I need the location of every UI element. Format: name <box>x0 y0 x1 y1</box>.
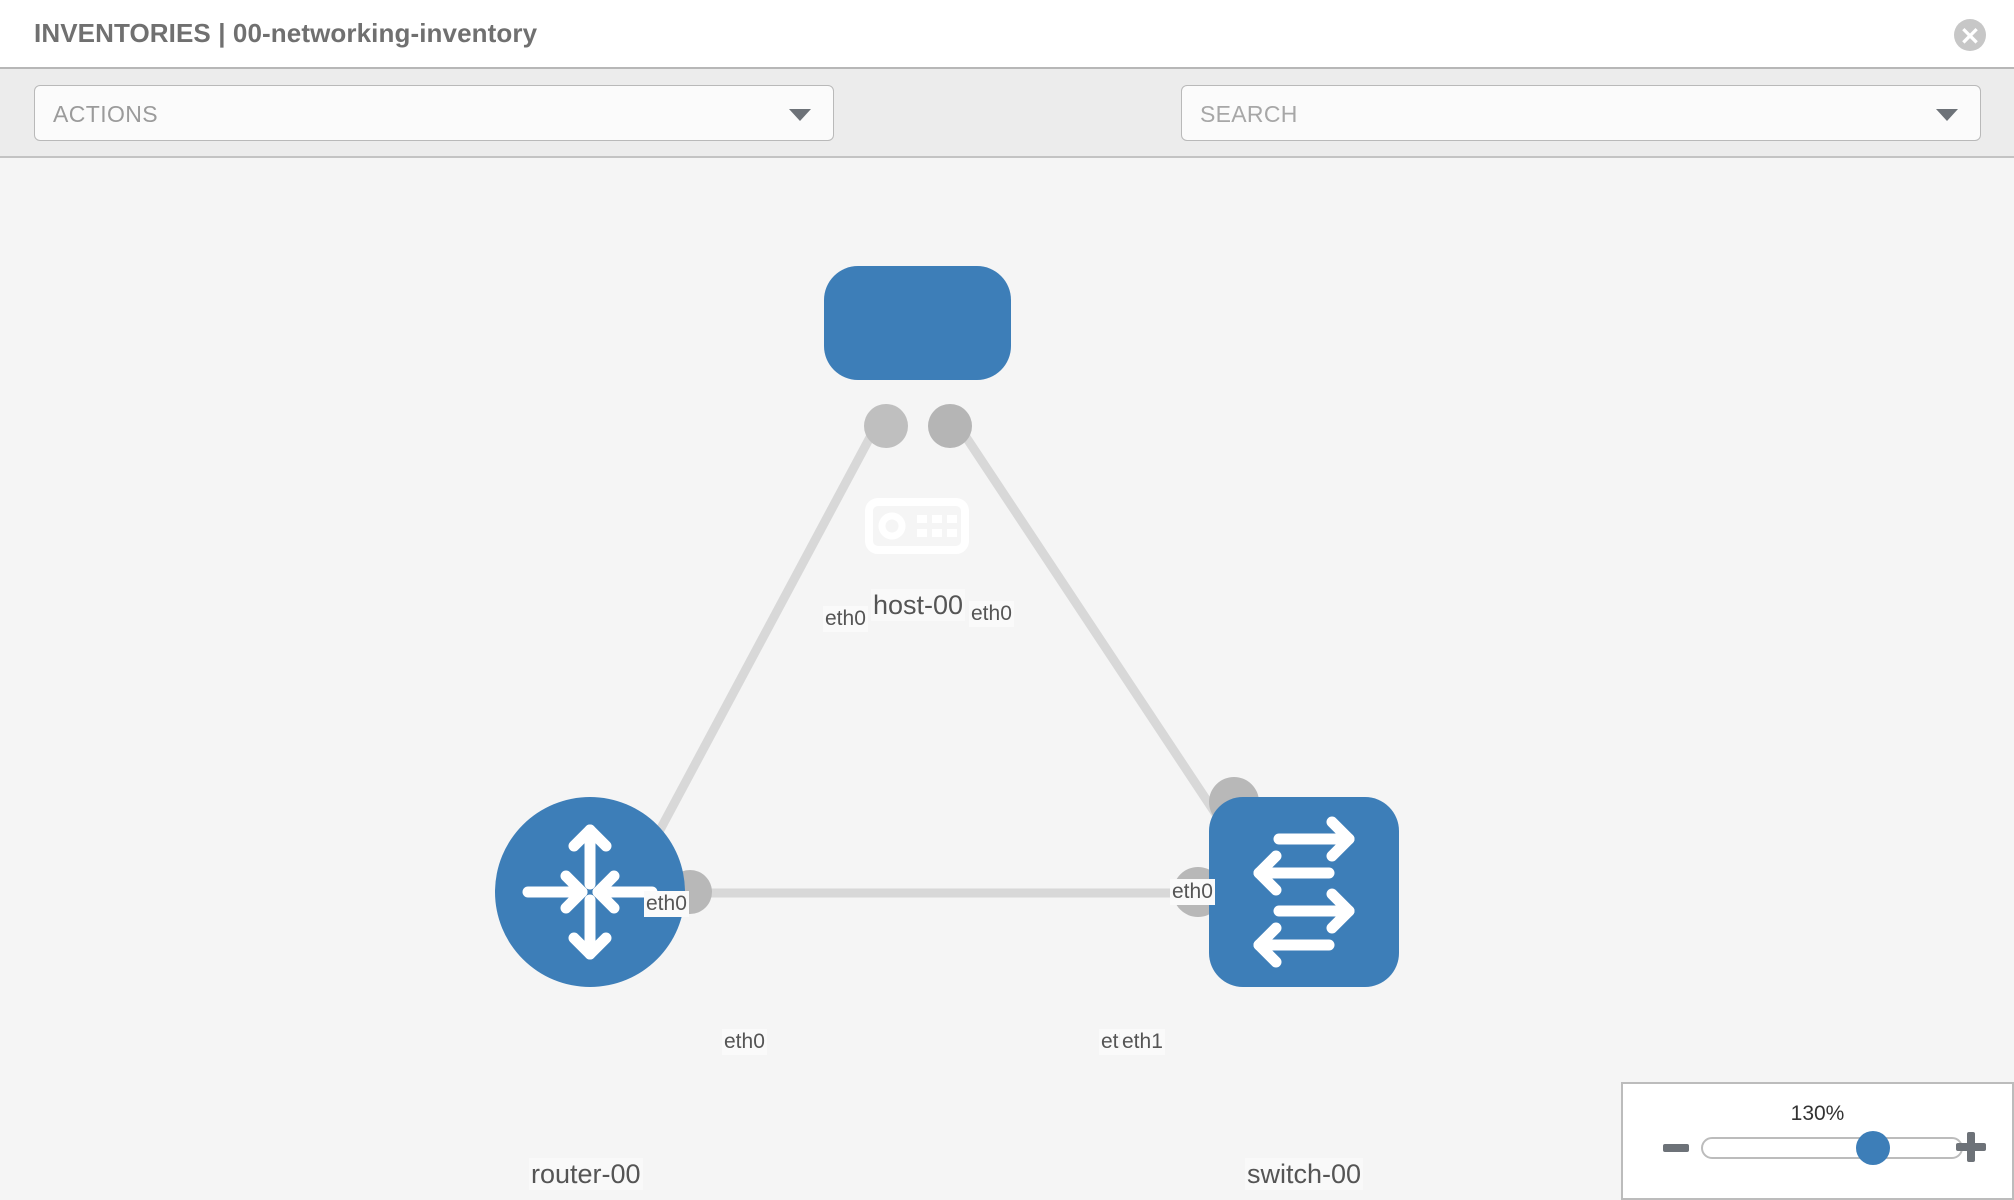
actions-dropdown[interactable]: ACTIONS <box>34 85 834 141</box>
router-icon <box>522 824 658 960</box>
topology-graph <box>495 266 1399 987</box>
iface-label-router-right: eth0 <box>722 1029 767 1055</box>
page-title: INVENTORIES | 00-networking-inventory <box>34 18 538 48</box>
node-router-00[interactable] <box>495 797 685 987</box>
zoom-slider-thumb[interactable] <box>1856 1131 1890 1165</box>
window-header: INVENTORIES | 00-networking-inventory <box>0 0 2014 69</box>
iface-label-router-upper: eth0 <box>644 891 689 917</box>
connector-host-left[interactable] <box>864 404 908 448</box>
switch-icon <box>1253 816 1355 968</box>
edge-host-router[interactable] <box>641 425 879 861</box>
chevron-down-icon <box>1936 109 1958 121</box>
zoom-percent-label: 130% <box>1790 1102 1845 1125</box>
iface-label-switch-left: eth1 <box>1120 1029 1165 1055</box>
actions-dropdown-label: ACTIONS <box>53 101 159 127</box>
search-placeholder: SEARCH <box>1200 101 1298 127</box>
node-switch-00[interactable] <box>1209 797 1399 987</box>
connector-host-right[interactable] <box>928 404 972 448</box>
node-label-router-00: router-00 <box>529 1158 643 1190</box>
toolbar: ACTIONS SEARCH <box>0 69 2014 198</box>
edge-host-switch[interactable] <box>956 425 1249 861</box>
zoom-control-panel: 130% <box>1621 1082 2014 1200</box>
zoom-out-button[interactable] <box>1663 1144 1689 1152</box>
node-label-switch-00: switch-00 <box>1245 1158 1364 1190</box>
search-input[interactable]: SEARCH <box>1181 85 1981 141</box>
chevron-down-icon <box>789 109 811 121</box>
close-icon[interactable] <box>1954 19 1986 51</box>
node-label-host-00: host-00 <box>871 589 966 621</box>
iface-label-host-right: eth0 <box>969 601 1014 627</box>
server-icon <box>865 498 969 554</box>
node-host-00[interactable] <box>824 266 1011 554</box>
iface-label-host-left: eth0 <box>823 606 868 632</box>
zoom-slider[interactable] <box>1701 1131 1963 1165</box>
zoom-in-button[interactable] <box>1956 1132 1986 1162</box>
iface-label-switch-upper: eth0 <box>1170 879 1215 905</box>
topology-connectors <box>668 404 1259 917</box>
topology-canvas[interactable]: eth0 eth0 host-00 eth0 eth0 eth0 eth eth… <box>0 158 2014 1200</box>
topology-edges <box>641 425 1249 898</box>
